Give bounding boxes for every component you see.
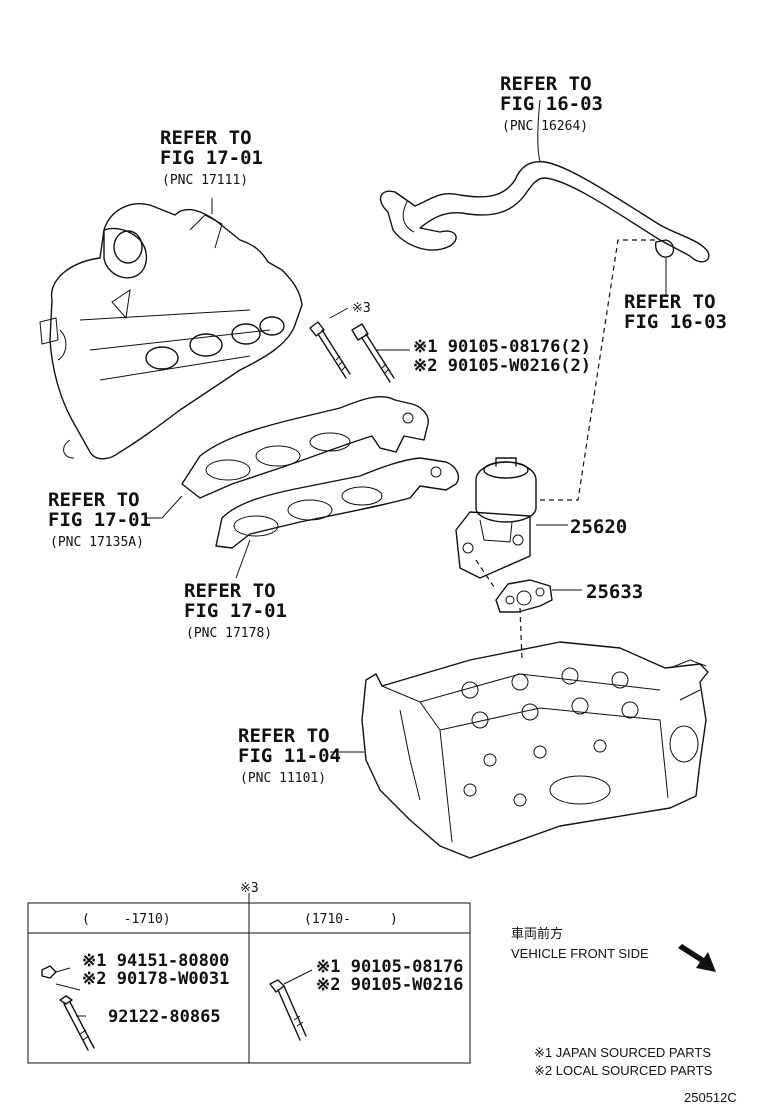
table-left-part-1: ※1 94151-80800 <box>82 951 229 971</box>
bolts-drawing <box>309 321 395 383</box>
fig1104-line1: REFER TO <box>238 725 330 747</box>
gasket-25633-drawing <box>495 579 553 613</box>
label-fig1104: REFER TO FIG 11-04 (PNC 11101) <box>238 725 341 786</box>
fig1701-top-line1: REFER TO <box>160 127 252 149</box>
leader-note3 <box>329 307 349 319</box>
fig1701-top-line2: FIG 17-01 <box>160 147 263 169</box>
part-number-25633: 25633 <box>586 581 643 603</box>
label-fig1701-top: REFER TO FIG 17-01 (PNC 17111) <box>160 127 263 188</box>
valve-25620-drawing <box>455 457 537 579</box>
valve-gasket-line <box>475 559 497 591</box>
table-col-right-header: (1710- ) <box>304 912 398 927</box>
fig1701-left-line2: FIG 17-01 <box>48 509 151 531</box>
legend-japan-sourced: ※1 JAPAN SOURCED PARTS <box>534 1045 711 1060</box>
fig1603-top-line2: FIG 16-03 <box>500 93 603 115</box>
front-label-jp: 車両前方 <box>511 926 563 941</box>
table-right-bolt-drawing <box>269 969 313 1041</box>
table-col-left-header: ( -1710) <box>82 912 171 927</box>
cylinder-head-drawing <box>361 641 709 859</box>
fig1603-top-line1: REFER TO <box>500 73 592 95</box>
fig1701-bottom-line2: FIG 17-01 <box>184 600 287 622</box>
fig1701-bottom-pnc: (PNC 17178) <box>186 626 272 641</box>
bolts-note-marker: ※3 <box>352 301 371 316</box>
fig1104-line2: FIG 11-04 <box>238 745 341 767</box>
fig1104-pnc: (PNC 11101) <box>240 771 326 786</box>
fig1603-top-pnc: (PNC 16264) <box>502 119 588 134</box>
leader-fig1701-left <box>145 495 183 519</box>
table-right-part-1: ※1 90105-08176 <box>316 957 463 977</box>
label-fig1603-top: REFER TO FIG 16-03 (PNC 16264) <box>500 73 603 134</box>
illustration-code: 250512C <box>684 1090 737 1105</box>
table-marker: ※3 <box>240 881 259 896</box>
fig1701-left-pnc: (PNC 17135A) <box>50 535 144 550</box>
leader-fig1701-bottom <box>235 539 251 579</box>
gasket-head-line <box>519 607 523 661</box>
front-arrow-icon <box>678 944 716 972</box>
intake-manifold-drawing <box>39 203 303 460</box>
fig1701-bottom-line1: REFER TO <box>184 580 276 602</box>
front-label-en: VEHICLE FRONT SIDE <box>511 946 649 961</box>
fig1603-right-line2: FIG 16-03 <box>624 311 727 333</box>
hose-connection-line <box>540 239 656 501</box>
bolt-part-number-2: ※2 90105-W0216(2) <box>413 356 591 376</box>
fig1701-left-line1: REFER TO <box>48 489 140 511</box>
fig1603-right-line1: REFER TO <box>624 291 716 313</box>
table-left-bolts-drawing <box>41 965 95 1051</box>
gasket-upper-drawing <box>181 396 429 499</box>
gasket-lower-drawing <box>215 457 460 549</box>
label-fig1701-bottom: REFER TO FIG 17-01 (PNC 17178) <box>184 580 287 641</box>
fig1701-top-pnc: (PNC 17111) <box>162 173 248 188</box>
table-right-part-2: ※2 90105-W0216 <box>316 975 463 995</box>
bolt-part-number-1: ※1 90105-08176(2) <box>413 337 591 357</box>
table-left-part-3: 92122-80865 <box>108 1007 221 1027</box>
part-number-25620: 25620 <box>570 516 627 538</box>
label-fig1603-right: REFER TO FIG 16-03 <box>624 291 727 333</box>
bolt-table <box>27 893 471 1064</box>
legend-local-sourced: ※2 LOCAL SOURCED PARTS <box>534 1063 713 1078</box>
label-fig1701-left: REFER TO FIG 17-01 (PNC 17135A) <box>48 489 151 550</box>
table-left-part-2: ※2 90178-W0031 <box>82 969 229 989</box>
hose-drawing <box>379 99 710 263</box>
